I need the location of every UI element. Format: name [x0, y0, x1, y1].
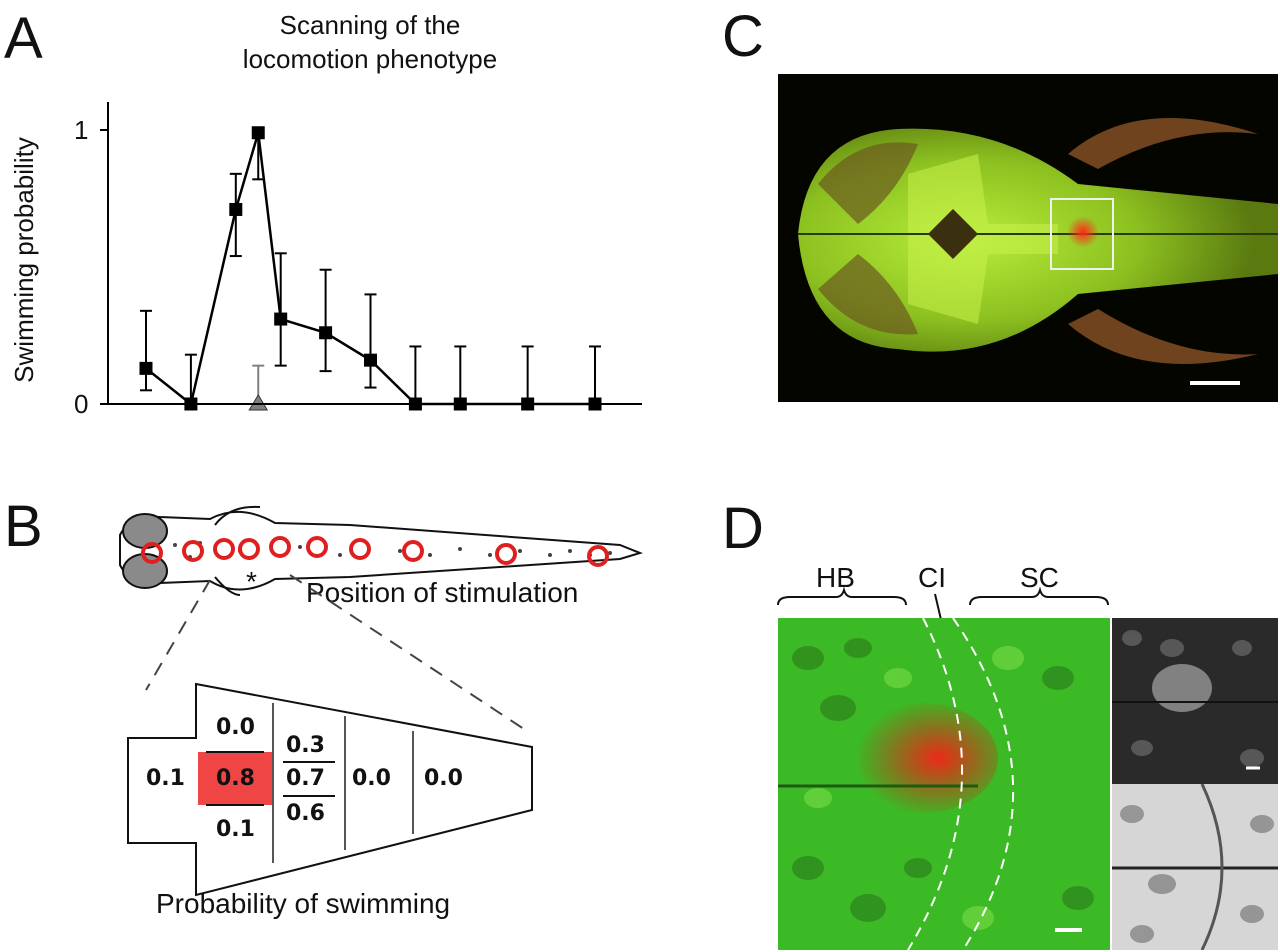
hindbrain-grayscale-bottom-image — [1112, 784, 1278, 950]
panel-label-c: C — [722, 4, 764, 69]
stim-marker — [141, 542, 163, 564]
lower-fin-image — [1068, 309, 1258, 364]
y-tick-label-1: 1 — [74, 115, 89, 145]
zoom-box — [1050, 198, 1114, 270]
ci-boundary-right — [952, 618, 1014, 950]
stimulation-positions — [141, 536, 609, 567]
chart-title: Scanning of the locomotion phenotype — [160, 8, 580, 76]
cell-split-mid-value: 0.7 — [286, 766, 325, 791]
ventricle-image — [928, 209, 978, 259]
panel-label-b: B — [4, 494, 43, 559]
probability-of-swimming-label: Probability of swimming — [156, 888, 451, 919]
data-point — [364, 353, 377, 367]
cell-split-top-value: 0.3 — [286, 733, 325, 758]
data-point — [251, 126, 265, 140]
cell-texture — [792, 638, 1094, 922]
ci-boundary — [1200, 784, 1224, 950]
map-outline — [127, 682, 533, 897]
upper-fin-image — [1068, 118, 1258, 169]
hindbrain-fluorescence-image — [778, 618, 1110, 950]
stim-marker — [402, 540, 424, 562]
stim-marker — [306, 536, 328, 558]
data-point — [229, 202, 243, 216]
bright-region — [1152, 664, 1212, 712]
red-activated-region — [848, 703, 998, 813]
upper-fin-icon — [214, 505, 261, 526]
stim-marker — [182, 540, 204, 562]
hindbrain-probability-map — [127, 682, 533, 897]
hb-bracket — [777, 586, 907, 606]
zoom-line-left — [145, 579, 211, 691]
zoom-indicator — [145, 574, 531, 734]
panel-label-a: A — [4, 6, 43, 71]
stim-marker — [269, 536, 291, 558]
stim-marker — [349, 538, 371, 560]
stim-marker — [213, 538, 235, 560]
eye-region-image — [818, 254, 918, 335]
stim-marker — [495, 543, 517, 565]
cell-left-value: 0.1 — [146, 766, 185, 791]
hindbrain-grayscale-top-image — [1112, 618, 1278, 784]
cell-col5-value: 0.0 — [424, 766, 463, 791]
chart-title-line2: locomotion phenotype — [242, 44, 498, 74]
region-label-hb: HB — [816, 562, 855, 593]
cell-highlight-value: 0.8 — [216, 766, 255, 791]
position-of-stimulation-label: Position of stimulation — [306, 577, 579, 608]
cell-col4-value: 0.0 — [352, 766, 391, 791]
cell-texture — [1120, 805, 1274, 943]
swimming-probability-chart — [100, 102, 642, 411]
eye-region-image — [818, 142, 918, 224]
region-label-sc: SC — [1020, 562, 1059, 593]
data-point — [139, 361, 153, 375]
highlight-cell — [198, 752, 272, 805]
region-label-ci: CI — [918, 562, 946, 593]
brain-image — [908, 154, 1058, 324]
ci-boundary-left — [907, 618, 964, 950]
cell-top-value: 0.0 — [216, 715, 255, 740]
data-point — [274, 312, 288, 326]
panel-label-d: D — [722, 496, 764, 561]
larva-schematic — [119, 505, 644, 596]
cell-split-bottom-value: 0.6 — [286, 801, 325, 826]
stimulation-spot-image — [1067, 216, 1099, 248]
larva-fluorescence-image — [778, 74, 1278, 402]
asterisk-marker: * — [246, 566, 257, 597]
y-tick-label-0: 0 — [74, 389, 89, 419]
chart-title-line1: Scanning of the — [279, 10, 461, 40]
data-point-triangle — [248, 394, 269, 411]
data-point — [319, 326, 333, 340]
bright-cells — [804, 646, 1024, 930]
lower-fin-icon — [214, 576, 241, 596]
stim-marker — [238, 538, 260, 560]
cell-texture — [1122, 630, 1264, 767]
stim-marker — [587, 545, 609, 567]
cell-bottom-value: 0.1 — [216, 817, 255, 842]
sc-bracket — [969, 586, 1109, 606]
